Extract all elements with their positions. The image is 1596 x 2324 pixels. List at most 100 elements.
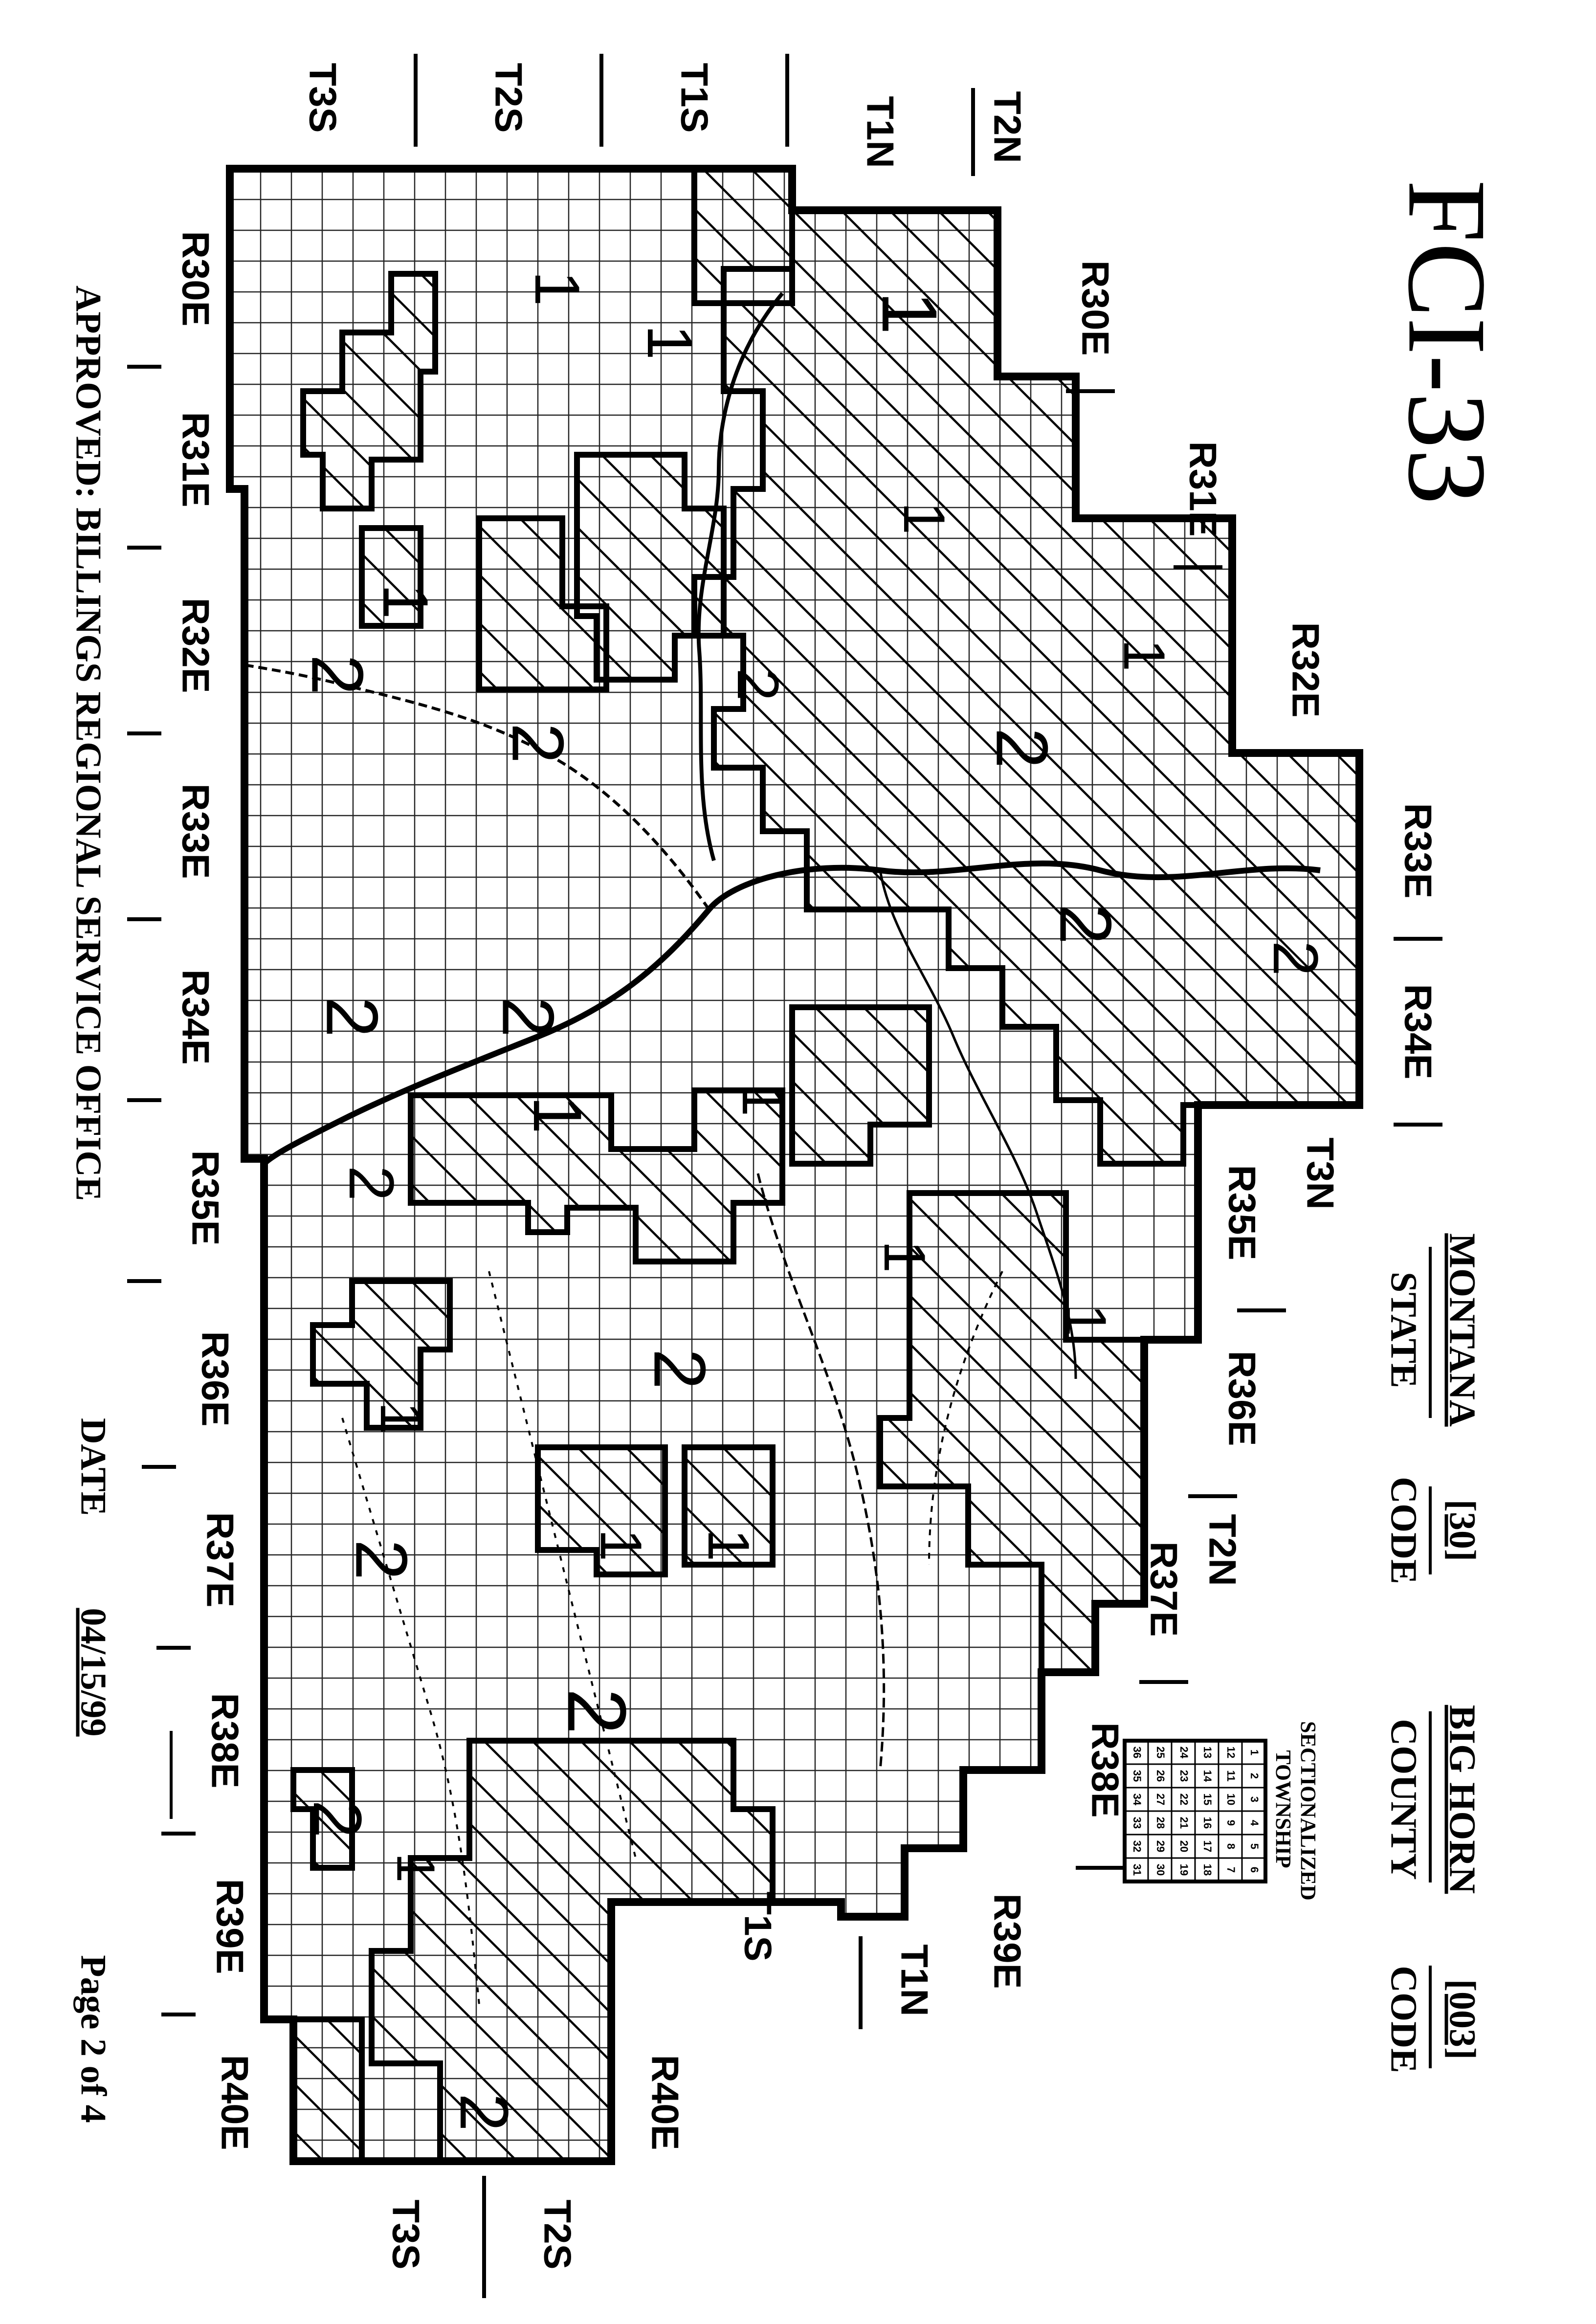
township-label-t3s-bottom: T3S: [384, 2199, 428, 2270]
state-name: MONTANA: [1441, 1233, 1483, 1427]
legend-section-number: 16: [1201, 1817, 1214, 1829]
township-label-t2s-bottom: T2S: [536, 2199, 579, 2270]
range-label-bottom-r30e: R30E: [174, 231, 218, 327]
range-label-bottom-r31e: R31E: [174, 412, 218, 508]
zone-label: 1: [385, 1853, 446, 1883]
date-label: DATE: [73, 1417, 113, 1516]
zone-label: 2: [487, 996, 570, 1038]
legend-section-number: 7: [1225, 1867, 1237, 1873]
zone-label: 1: [1111, 639, 1177, 672]
zone-label: 1: [866, 291, 953, 335]
legend-section-number: 4: [1248, 1820, 1261, 1826]
zone-label: 1: [368, 1401, 434, 1435]
zone-label: 2: [311, 996, 394, 1038]
state-code-label: CODE: [1383, 1477, 1424, 1584]
range-label-top-r38e: R38E: [1084, 1722, 1127, 1818]
range-ticks: [127, 365, 1442, 2016]
zone-label: 2: [336, 1165, 407, 1201]
legend-section-number: 14: [1201, 1770, 1214, 1782]
zone-label: 1: [519, 1096, 596, 1134]
legend-cell: [1194, 1810, 1219, 1836]
legend-cell: [1194, 1787, 1219, 1812]
county-label: COUNTY: [1383, 1719, 1424, 1880]
zone-label: 2: [639, 1349, 721, 1390]
range-label-bottom-r35e: R35E: [184, 1150, 227, 1246]
legend-cell: [1241, 1740, 1266, 1765]
county-name: BIG HORN: [1441, 1704, 1483, 1894]
range-label-bottom-r34e: R34E: [174, 969, 218, 1065]
township-label-t1n-right: T1N: [893, 1944, 936, 2016]
legend-cell: [1171, 1834, 1196, 1859]
legend-section-number: 34: [1131, 1793, 1143, 1806]
legend-section-number: 19: [1178, 1864, 1190, 1876]
legend-section-number: 23: [1178, 1770, 1190, 1782]
zone-label: 2: [1260, 940, 1331, 976]
township-label-t3s-left: T3S: [301, 63, 345, 133]
legend-cell: [1241, 1810, 1266, 1836]
zone-label: 2: [340, 1539, 423, 1580]
legend-section-number: 12: [1225, 1747, 1237, 1758]
legend-section-number: 17: [1201, 1840, 1214, 1852]
legend-section-number: 10: [1225, 1793, 1237, 1805]
legend-section-number: 32: [1131, 1840, 1143, 1852]
township-label-t1n-left: T1N: [859, 96, 902, 168]
legend-cell: [1171, 1787, 1196, 1812]
zone-label: 2: [550, 1688, 643, 1735]
township-legend-grid: 6543217891011121817161514131920212223243…: [1123, 1739, 1267, 1883]
legend-section-number: 13: [1201, 1747, 1214, 1758]
zone-label: 1: [872, 1240, 937, 1273]
zone-label: 1: [730, 1084, 796, 1117]
range-label-top-r32e: R32E: [1284, 622, 1328, 718]
legend-section-number: 1: [1248, 1749, 1261, 1755]
legend-title: SECTIONALIZED TOWNSHIP: [1271, 1721, 1320, 1901]
range-label-bottom-r37e: R37E: [199, 1512, 242, 1608]
legend-section-number: 31: [1131, 1864, 1143, 1876]
zone-label: 1: [522, 270, 593, 307]
range-label-bottom-r36e: R36E: [194, 1331, 237, 1427]
zone-label: 1: [1053, 1304, 1118, 1337]
zone-label: 2: [981, 728, 1064, 769]
range-label-bottom-r33e: R33E: [174, 783, 218, 879]
range-label-bottom-r32e: R32E: [174, 598, 218, 693]
hatched-zones: [290, 169, 1359, 2161]
approved-by: APPROVED: BILLINGS REGIONAL SERVICE OFFI…: [68, 285, 109, 1201]
zone-label: 2: [446, 2093, 523, 2131]
township-label-t1s-right: T1S: [736, 1891, 780, 1962]
zone-label: 1: [634, 324, 706, 360]
township-label-t2n-left: T2N: [986, 91, 1029, 163]
zone-label: 1: [696, 1528, 761, 1562]
zone-label: 2: [296, 654, 379, 695]
zone-label: 1: [588, 1528, 654, 1562]
legend-section-number: 24: [1178, 1747, 1190, 1759]
legend-section-number: 33: [1131, 1817, 1143, 1829]
township-label-t1s-left: T1S: [673, 63, 716, 133]
zone-label: 2: [725, 668, 791, 701]
township-ticks: [414, 54, 975, 2298]
range-label-top-r35e: R35E: [1220, 1165, 1264, 1261]
legend-section-number: 5: [1248, 1843, 1261, 1849]
legend-section-number: 36: [1131, 1747, 1143, 1758]
legend-section-number: 25: [1154, 1747, 1167, 1758]
range-label-top-r36e: R36E: [1220, 1350, 1264, 1446]
township-label-t3n-right: T3N: [1299, 1137, 1342, 1210]
county-boundary: [226, 165, 1363, 2165]
range-label-top-r33e: R33E: [1396, 803, 1440, 899]
township-label-t2s-left: T2S: [487, 63, 531, 133]
zone-label: 2: [1044, 904, 1127, 945]
township-label-t2n-right: T2N: [1201, 1514, 1244, 1586]
range-label-top-r40e: R40E: [643, 2055, 687, 2150]
zone-label: 1: [891, 502, 957, 535]
range-label-bottom-r38e: R38E: [203, 1693, 247, 1789]
legend-section-number: 3: [1248, 1796, 1261, 1802]
range-label-bottom-r39e: R39E: [208, 1879, 252, 1974]
legend-cell: [1124, 1740, 1149, 1765]
legend-section-number: 35: [1131, 1770, 1143, 1782]
legend-section-number: 18: [1201, 1864, 1214, 1876]
range-label-top-r39e: R39E: [986, 1893, 1029, 1989]
legend-cell: [1171, 1810, 1196, 1836]
range-label-top-r37e: R37E: [1142, 1541, 1186, 1637]
rivers-and-roads: [244, 292, 1321, 2005]
county-code-label: CODE: [1383, 1966, 1424, 2073]
range-label-bottom-r40e: R40E: [213, 2055, 257, 2150]
